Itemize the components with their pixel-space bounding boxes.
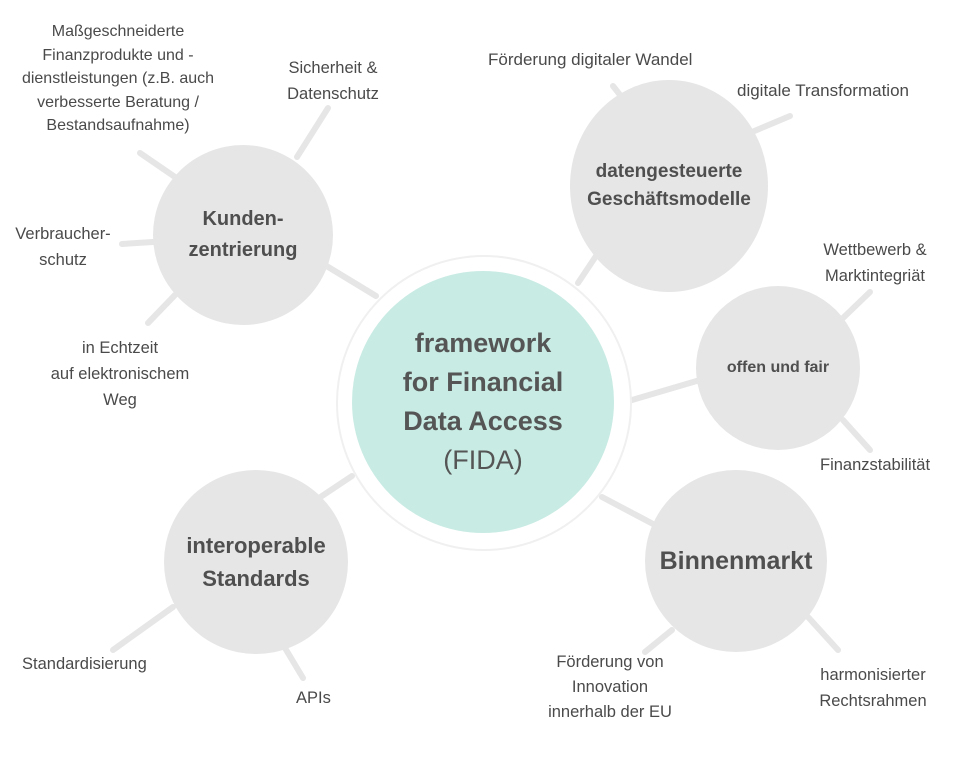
- link-kunden-sicherheit: [294, 105, 331, 160]
- label-sicherheit-datenschutz: Sicherheit & Datenschutz: [287, 59, 379, 103]
- label-echtzeit: in Echtzeit auf elektronischem Weg: [50, 339, 190, 409]
- link-standards-apis: [282, 645, 306, 681]
- node-geschaeftsmodelle: datengesteuerte Geschäftsmodelle: [570, 80, 768, 292]
- node-binnenmarkt: Binnenmarkt: [645, 470, 827, 652]
- label-standardisierung: Standardisierung: [22, 655, 147, 673]
- label-verbraucherschutz: Verbraucher- schutz: [15, 225, 111, 269]
- node-kundenzentrierung: Kunden- zentrierung: [153, 145, 333, 325]
- link-kunden-echtzeit: [145, 292, 178, 326]
- label-foerderung-innovation: Förderung von Innovation innerhalb der E…: [548, 653, 672, 721]
- label-apis: APIs: [296, 689, 331, 707]
- node-binnenmarkt-label: Binnenmarkt: [659, 546, 813, 575]
- node-offen-und-fair: offen und fair: [696, 286, 860, 450]
- center-title-line: framework: [414, 328, 552, 358]
- label-harmonisierter-rechtsrahmen: harmonisierter Rechtsrahmen: [819, 666, 927, 710]
- center-title-line: Data Access: [403, 406, 563, 436]
- link-center-offen-fair: [629, 377, 703, 403]
- node-standards-line: Standards: [202, 566, 310, 591]
- link-center-standards: [313, 473, 355, 503]
- center-node-fida: framework for Financial Data Access (FID…: [352, 271, 614, 533]
- link-center-kundenzentrierung: [317, 259, 379, 299]
- node-interoperable-standards: interoperable Standards: [164, 470, 348, 654]
- link-offen-wettbewerb: [840, 289, 873, 321]
- center-title-line: for Financial: [402, 367, 564, 397]
- link-center-binnenmarkt: [599, 494, 658, 528]
- link-binnen-rechtsrahmen: [805, 614, 841, 653]
- link-geschaeft-transformation: [749, 113, 793, 135]
- node-kundenzentrierung-line: Kunden-: [202, 208, 284, 230]
- label-finanzstabilitaet: Finanzstabilität: [820, 456, 931, 474]
- label-digitale-transformation: digitale Transformation: [737, 81, 909, 100]
- label-wettbewerb-marktintegritaet: Wettbewerb & Marktintegriät: [823, 241, 927, 285]
- node-geschaeftsmodelle-line: datengesteuerte: [595, 161, 743, 182]
- label-foerderung-digitaler-wandel: Förderung digitaler Wandel: [488, 50, 693, 69]
- node-offen-und-fair-label: offen und fair: [726, 359, 830, 376]
- node-standards-line: interoperable: [186, 533, 326, 558]
- link-standards-standardisierung: [110, 604, 176, 653]
- node-kundenzentrierung-line: zentrierung: [188, 239, 298, 261]
- center-abbreviation: (FIDA): [443, 445, 523, 475]
- link-kunden-verbraucherschutz: [119, 239, 156, 247]
- link-offen-finanzstabilitaet: [840, 417, 873, 453]
- link-kunden-massgeschneidert: [137, 150, 178, 180]
- link-binnen-innovation: [642, 627, 675, 655]
- label-massgeschneidert: Maßgeschneiderte Finanzprodukte und - di…: [21, 23, 215, 134]
- node-geschaeftsmodelle-line: Geschäftsmodelle: [587, 189, 751, 210]
